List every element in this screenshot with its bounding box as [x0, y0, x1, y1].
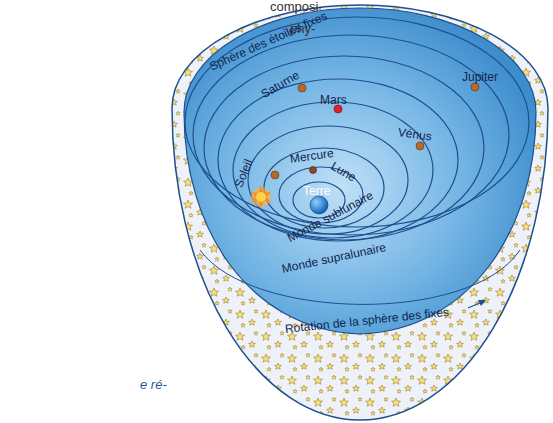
cropped-text: e ré- — [140, 378, 167, 392]
planet-label: Jupiter — [462, 70, 498, 84]
planet-label: Mars — [320, 93, 347, 107]
earth-label: Terre — [303, 184, 330, 198]
